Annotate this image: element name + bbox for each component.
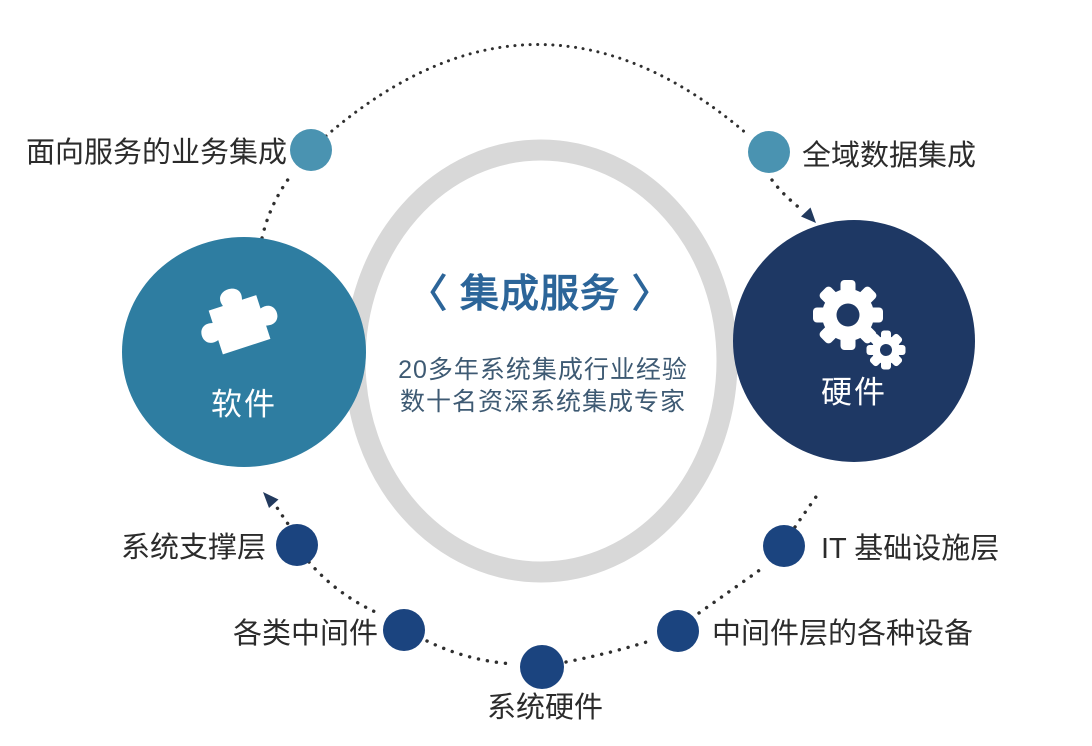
center-subtitle-line1: 20多年系统集成行业经验 (398, 356, 688, 384)
satellite-dot-data-integration (748, 131, 790, 173)
trail-system-hardware-to-devices (564, 638, 655, 664)
top-arc (324, 43, 749, 138)
trail-support-dot-to-software (274, 504, 295, 533)
gears-icon (813, 280, 906, 370)
trail-devices-to-it-infra (697, 565, 766, 615)
arrow-into-software-icon (263, 492, 279, 508)
satellite-dot-it-infrastructure (763, 525, 805, 567)
satellite-label-system-hardware: 系统硬件 (486, 692, 604, 724)
satellite-label-middleware-devices: 中间件层的各种设备 (712, 618, 974, 650)
trail-it-infra-to-hardware (793, 492, 820, 529)
hardware-label: 硬件 (821, 375, 887, 410)
satellite-dot-service-integration (290, 129, 332, 171)
trail-software-to-service-dot (260, 172, 294, 240)
arrow-into-hardware-icon (801, 207, 816, 223)
center-title: 〈 集成服务 〉 (408, 273, 672, 316)
satellite-label-data-integration: 全域数据集成 (802, 140, 977, 172)
satellite-dot-middleware-devices (657, 610, 699, 652)
satellite-label-service-integration: 面向服务的业务集成 (25, 137, 287, 169)
software-circle: 软件 (122, 237, 366, 467)
trail-data-dot-to-hardware (770, 178, 804, 212)
satellite-label-support-layer: 系统支撑层 (120, 532, 266, 564)
puzzle-icon (201, 288, 278, 355)
satellite-dot-system-hardware (520, 645, 564, 689)
hardware-circle: 硬件 (733, 220, 975, 462)
trail-middleware-to-system-hardware (425, 639, 516, 666)
software-label: 软件 (211, 387, 277, 422)
satellite-label-middleware: 各类中间件 (232, 618, 378, 650)
satellite-dot-middleware (383, 609, 425, 651)
center-subtitle-line2: 数十名资深系统集成专家 (399, 388, 687, 416)
satellite-dot-support-layer (276, 524, 318, 566)
trail-support-to-middleware (307, 560, 384, 617)
satellite-label-it-infrastructure: IT 基础设施层 (821, 533, 1000, 565)
